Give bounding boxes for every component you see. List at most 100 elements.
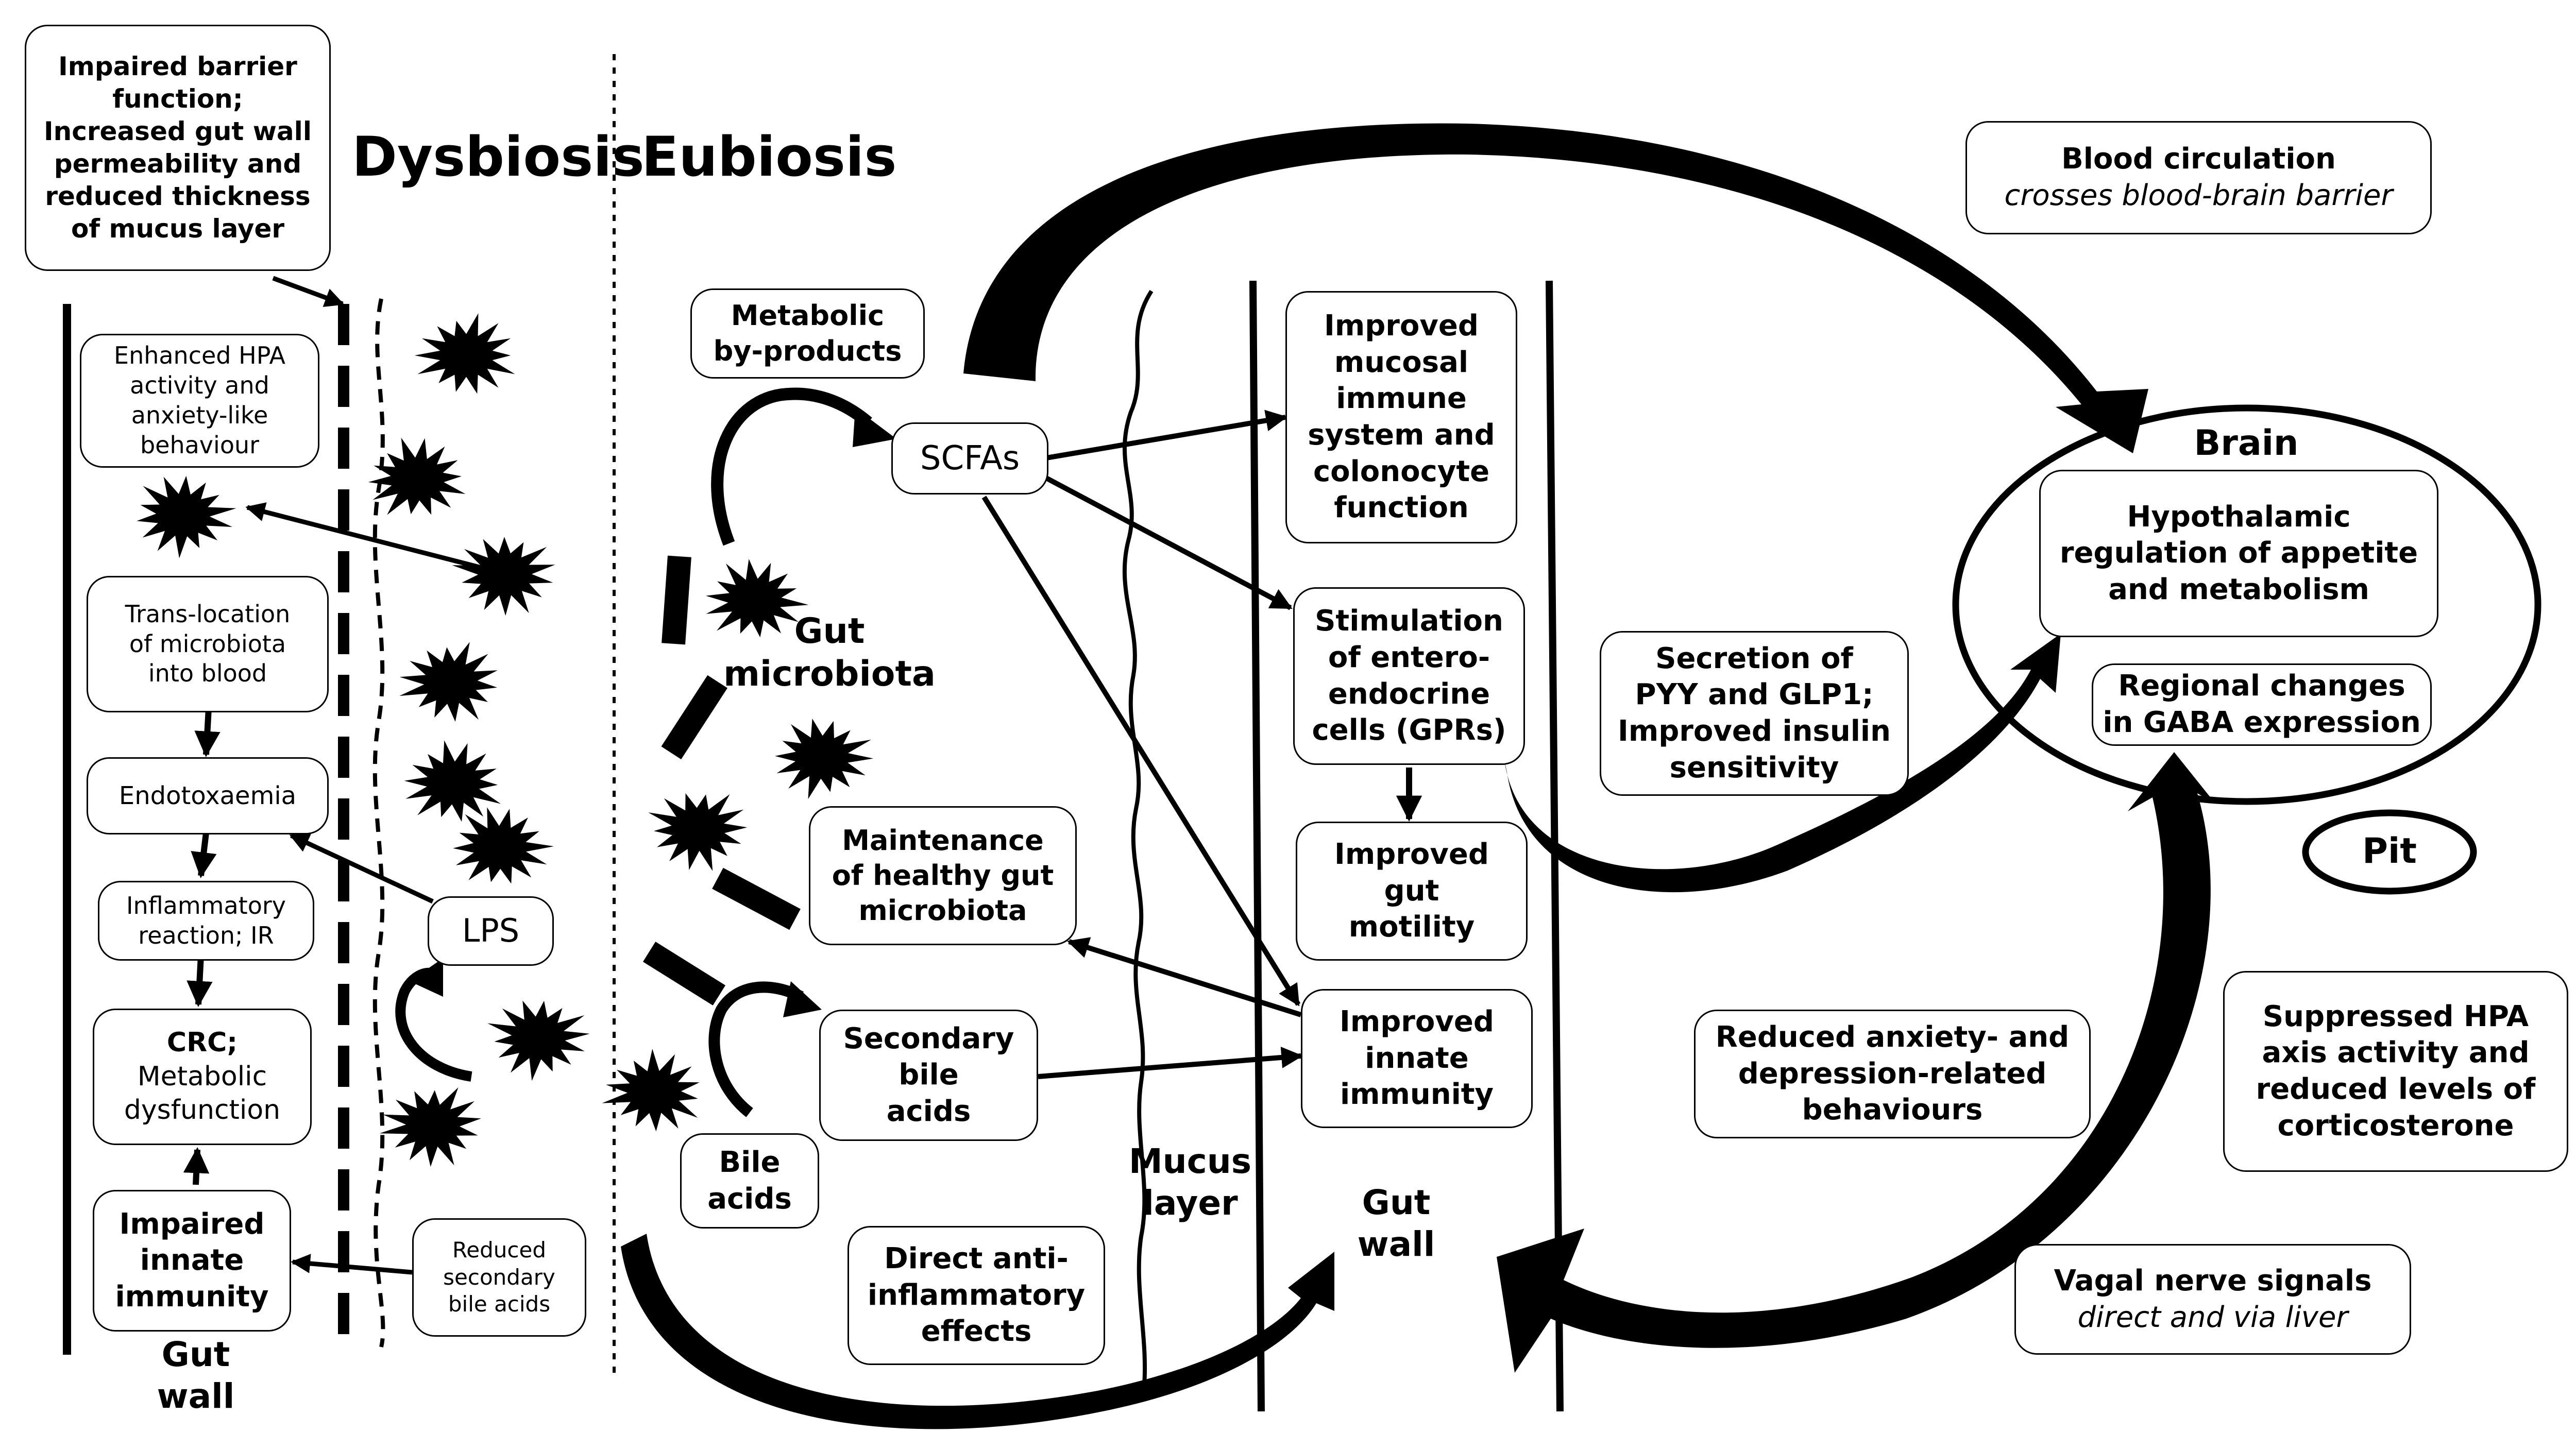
microbe-rod (642, 942, 726, 1005)
microbe-rod (712, 867, 801, 930)
box-translocation: Trans-location of microbiota into blood (87, 576, 329, 712)
box-line: motility (1348, 910, 1475, 944)
box-endotoxaemia: Endotoxaemia (87, 757, 329, 834)
box-line: Improved (1324, 309, 1479, 343)
pit-ellipse (2302, 809, 2477, 895)
box-line: by-products (713, 334, 902, 367)
box-crc: CRC; Metabolic dysfunction (93, 1009, 312, 1145)
box-line: Improved insulin (1618, 714, 1891, 748)
gut-wall-line-eubiosis-1 (1249, 280, 1265, 1412)
box-line: depression-related (1738, 1056, 2047, 1090)
label-line: Mucus (1128, 1141, 1252, 1181)
microbe-star (404, 740, 501, 822)
label-line: layer (1142, 1183, 1238, 1223)
box-line: secondary (443, 1264, 555, 1290)
label-brain: Brain (2194, 423, 2299, 464)
box-line: reduced thickness (45, 181, 311, 211)
box-line: endocrine (1328, 677, 1490, 711)
reduced-to-impaired-arrow (291, 1254, 413, 1275)
box-impaired-barrier: Impaired barrier function; Increased gut… (25, 25, 331, 271)
box-line: regulation of appetite (2059, 536, 2418, 570)
box-improved-innate: Improved innate immunity (1301, 989, 1533, 1128)
barrier-arrow (272, 276, 345, 307)
microbe-star (453, 807, 554, 884)
box-line: LPS (462, 912, 520, 950)
box-line: cells (GPRs) (1312, 713, 1506, 747)
blood-circulation-arrow (963, 123, 2148, 453)
secretion-to-brain-arrow (1504, 634, 2061, 893)
box-line: Impaired barrier (58, 52, 297, 81)
box-line: and metabolism (2108, 572, 2369, 606)
scfas-to-stimulation-arrow (1042, 474, 1293, 610)
box-line: bile acids (448, 1291, 551, 1317)
label-gut-microbiota: Gut microbiota (721, 610, 938, 696)
box-inflammatory: Inflammatory reaction; IR (98, 881, 314, 961)
innate-to-maintenance-arrow (1066, 937, 1302, 1017)
lps-curved-head (410, 958, 443, 997)
box-maintenance: Maintenance of healthy gut microbiota (809, 806, 1077, 945)
microbe-star (399, 642, 498, 722)
label-pit: Pit (2362, 831, 2417, 872)
label-line: wall (157, 1376, 235, 1416)
box-line: Bile (719, 1145, 781, 1179)
box-line: gut (1384, 874, 1439, 908)
box-line: Reduced (452, 1237, 546, 1263)
box-line: axis activity and (2262, 1036, 2530, 1070)
box-line: SCFAs (920, 439, 1020, 478)
box-line: of entero- (1328, 640, 1490, 674)
box-line: colonocyte (1313, 454, 1490, 488)
box-title: Vagal nerve signals (2054, 1264, 2372, 1298)
box-reduced-anxiety: Reduced anxiety- and depression-related … (1694, 1010, 2091, 1138)
box-subtitle: crosses blood-brain barrier (2004, 179, 2393, 212)
box-direct-anti: Direct anti- inflammatory effects (848, 1226, 1105, 1365)
box-line: acids (886, 1094, 971, 1128)
label-line: wall (1357, 1224, 1435, 1264)
bile-to-secondary-head (783, 981, 822, 1017)
box-title: Blood circulation (2061, 142, 2336, 176)
bile-to-secondary-arrow (708, 981, 804, 1117)
box-line: Enhanced HPA (114, 342, 285, 370)
microbe-star (414, 313, 515, 394)
label-line: Gut (161, 1335, 230, 1374)
byproducts-to-scfas-arrow (711, 387, 872, 546)
box-line: function (1334, 491, 1469, 525)
box-line: inflammatory (867, 1278, 1086, 1312)
box-line: Metabolic (137, 1061, 267, 1092)
box-line: into blood (148, 659, 267, 688)
box-line: effects (921, 1315, 1032, 1349)
mucus-layer-wavy-line (1122, 289, 1154, 1391)
microbe-star (602, 1049, 700, 1132)
label-line: microbiota (723, 653, 936, 694)
box-line: immunity (1340, 1078, 1494, 1112)
byproducts-to-scfas-head (853, 408, 896, 447)
microbe-rod (661, 675, 727, 760)
endotoxaemia-to-inflammatory-arrow (191, 832, 217, 879)
box-line: in GABA expression (2103, 706, 2421, 739)
box-scfas: SCFAs (891, 422, 1048, 495)
box-line: acids (707, 1182, 792, 1216)
box-line: immunity (115, 1280, 269, 1314)
label-line: Gut (794, 611, 865, 652)
box-line: Improved (1340, 1005, 1494, 1039)
box-line: of microbiota (129, 629, 286, 658)
box-line: dysfunction (124, 1095, 281, 1126)
box-line: Reduced anxiety- and (1715, 1020, 2070, 1054)
box-improved-mucosal: Improved mucosal immune system and colon… (1285, 291, 1517, 543)
box-regional-gaba: Regional changes in GABA expression (2092, 663, 2432, 746)
box-line: sensitivity (1669, 751, 1839, 785)
heading-eubiosis: Eubiosis (641, 125, 897, 189)
inflammatory-to-crc-arrow (187, 955, 213, 1008)
box-line: Maintenance (842, 824, 1044, 857)
box-line: Secretion of (1655, 641, 1853, 675)
impaired-to-crc-arrow (183, 1147, 210, 1185)
box-line: Trans-location (125, 600, 291, 628)
box-secondary-bile: Secondary bile acids (819, 1010, 1038, 1141)
box-line: activity and (130, 371, 269, 400)
microbe-star (706, 559, 809, 638)
box-line: Regional changes (2118, 669, 2405, 703)
box-enhanced-hpa: Enhanced HPA activity and anxiety-like b… (80, 334, 319, 468)
mucus-dashed-line-dysbiosis (372, 298, 385, 1348)
heading-dysbiosis: Dysbiosis (352, 125, 645, 189)
box-secretion: Secretion of PYY and GLP1; Improved insu… (1600, 631, 1909, 796)
